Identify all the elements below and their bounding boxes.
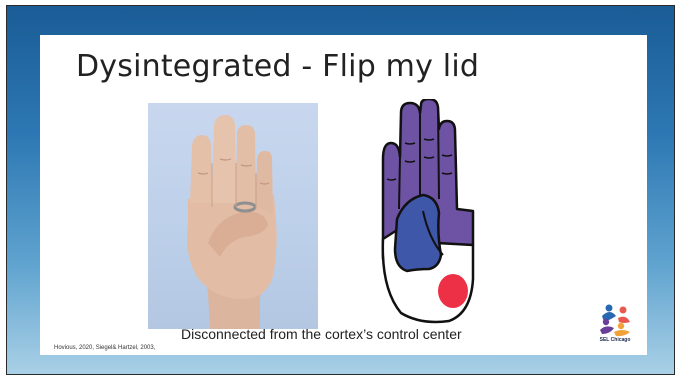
hand-brain-model-drawing (377, 99, 477, 327)
slide-citation: Hovious, 2020, Siegel& Hartzel, 2003, (54, 345, 155, 351)
slide-card: Dysintegrated - Flip my lid (40, 35, 647, 355)
sel-chicago-logo: SEL Chicago (592, 302, 638, 346)
hand-photo-icon (148, 103, 318, 329)
slide-title: Dysintegrated - Flip my lid (76, 49, 479, 84)
slide-caption: Disconnected from the cortex’s control c… (181, 326, 462, 342)
logo-label: SEL Chicago (592, 337, 638, 343)
hand-photo (148, 103, 318, 329)
slide-background: Dysintegrated - Flip my lid (6, 5, 675, 375)
hand-brain-model-icon (377, 99, 477, 327)
sel-chicago-logo-icon (592, 302, 638, 338)
